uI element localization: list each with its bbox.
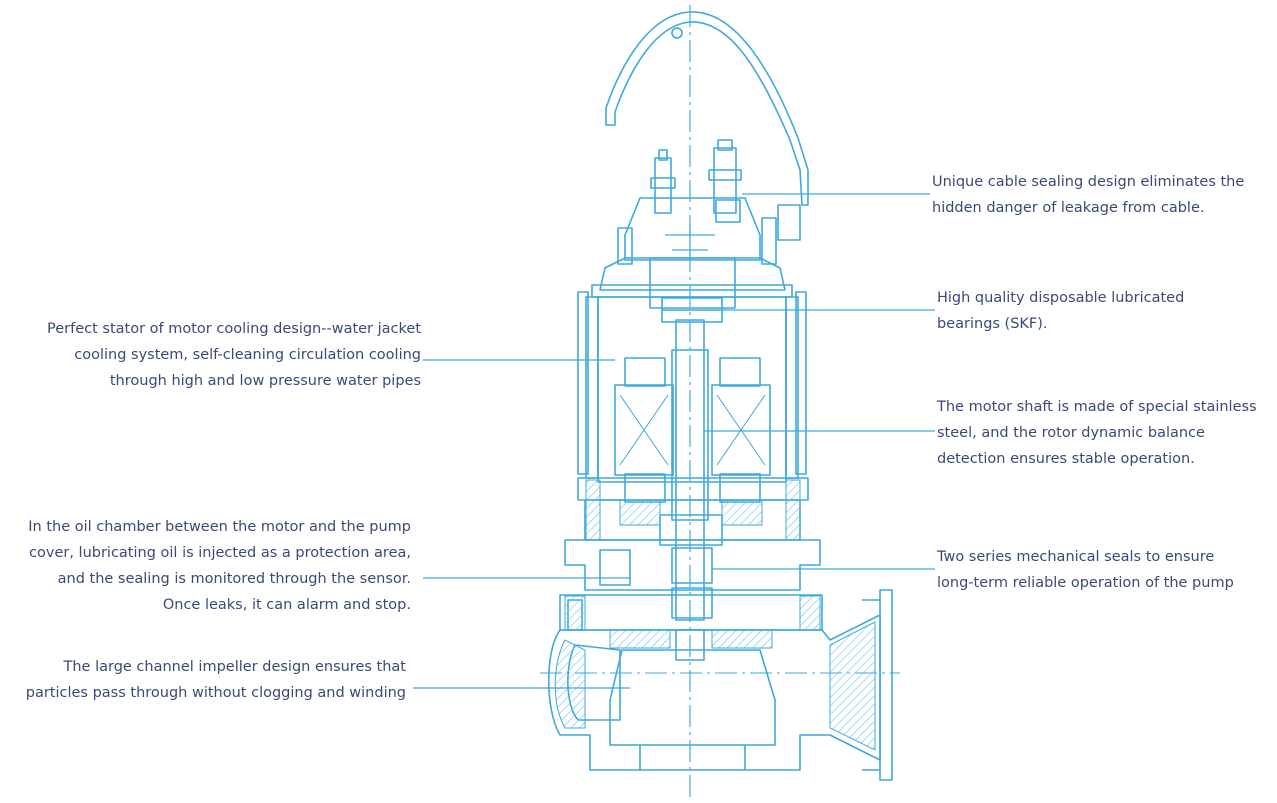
pump-cover [559, 594, 823, 631]
callout-bearings: High quality disposable lubricated beari… [937, 290, 1185, 332]
mechanical-seal-upper [671, 547, 713, 584]
motor-top-cover [599, 257, 786, 291]
handle-pin [671, 27, 683, 39]
cable-glands [650, 139, 742, 223]
callout-oil-chamber: In the oil chamber between the motor and… [28, 519, 411, 613]
junction-cover [624, 197, 761, 261]
callout-motor-shaft: The motor shaft is made of special stain… [937, 399, 1257, 467]
callout-mechanical-seals: Two series mechanical seals to ensure lo… [937, 549, 1234, 591]
lower-bearing [659, 514, 723, 546]
impeller [609, 649, 776, 746]
callout-cable-seal: Unique cable sealing design eliminates t… [932, 174, 1245, 216]
oil-chamber [564, 539, 821, 591]
callout-impeller: The large channel impeller design ensure… [25, 659, 406, 701]
mechanical-seal-lower [671, 587, 713, 619]
handle-bracket [777, 204, 801, 241]
stator-right [711, 357, 771, 503]
motor-shaft [675, 319, 705, 621]
callout-stator-cooling: Perfect stator of motor cooling design--… [47, 321, 421, 389]
motor-bottom-flange [577, 477, 809, 501]
stator-left [614, 357, 674, 503]
lifting-handle [605, 11, 809, 206]
